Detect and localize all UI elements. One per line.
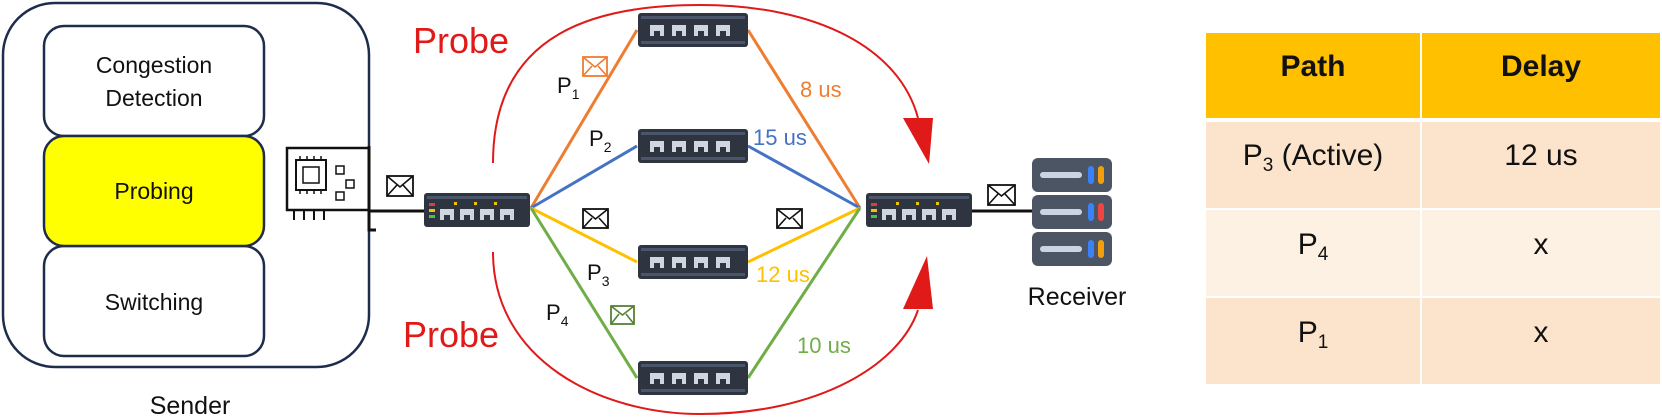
envelope-icon bbox=[776, 208, 803, 229]
path-p3-switch-icon bbox=[638, 245, 748, 279]
path-p3-left bbox=[530, 206, 638, 264]
path-links bbox=[529, 29, 862, 379]
congestion-detection-label-line1: Congestion bbox=[96, 52, 212, 78]
path-p1-left bbox=[529, 29, 639, 209]
path-p4-left bbox=[529, 207, 639, 379]
probe-label-top: Probe bbox=[413, 20, 509, 61]
table-row bbox=[1206, 210, 1420, 296]
table-header-path-label: Path bbox=[1280, 50, 1345, 83]
probe-arcs: Probe Probe bbox=[403, 3, 933, 416]
table-row-1-delay: 12 us bbox=[1504, 139, 1577, 172]
table-row bbox=[1422, 298, 1660, 384]
server-icon bbox=[1032, 158, 1112, 266]
envelope-icon bbox=[610, 305, 635, 325]
table-row bbox=[1422, 210, 1660, 296]
envelope-icon bbox=[386, 175, 414, 197]
path-p2-left bbox=[530, 144, 638, 210]
path-p3-right bbox=[747, 206, 861, 264]
path-p2-switch-icon bbox=[638, 129, 748, 163]
table-row-3-path: P1 bbox=[1298, 316, 1329, 353]
probing-label: Probing bbox=[114, 178, 193, 204]
probe-arrowhead-bottom bbox=[903, 256, 933, 309]
congestion-detection-label-line2: Detection bbox=[105, 85, 202, 111]
path-p1-latency: 8 us bbox=[800, 77, 842, 102]
switching-module: Switching bbox=[42, 244, 266, 358]
envelope-icon bbox=[582, 208, 609, 229]
receiver-caption: Receiver bbox=[1028, 283, 1127, 311]
path-p3-latency: 12 us bbox=[756, 262, 810, 287]
table-row-1-path: P3 (Active) bbox=[1243, 139, 1384, 176]
probe-arrowhead-top bbox=[903, 118, 933, 164]
path-p4-right bbox=[746, 207, 862, 379]
path-p2-latency: 15 us bbox=[753, 125, 807, 150]
path-p4-latency: 10 us bbox=[797, 333, 851, 358]
nic-card-icon bbox=[285, 146, 376, 232]
probing-module: Probing bbox=[42, 134, 266, 248]
envelope-icon bbox=[987, 184, 1016, 206]
path-delay-table: Path Delay P3 (Active) 12 us P4 x P1 x bbox=[1206, 33, 1660, 384]
path-latency-labels: 8 us 15 us 12 us 10 us bbox=[753, 77, 851, 358]
table-header-path bbox=[1206, 33, 1420, 118]
path-labels: P1 P2 P3 P4 bbox=[546, 73, 612, 329]
path-p2-right bbox=[747, 144, 861, 210]
path-p1-label: P1 bbox=[557, 73, 580, 102]
sender-edge-switch-icon bbox=[424, 193, 530, 227]
table-row-2-delay: x bbox=[1534, 228, 1549, 261]
table-row bbox=[1422, 122, 1660, 208]
path-p2-label: P2 bbox=[589, 126, 612, 155]
sender: Congestion Detection Switching Probing S… bbox=[1, 1, 371, 420]
table-header-delay-label: Delay bbox=[1501, 50, 1581, 83]
path-p1-switch-icon bbox=[638, 13, 748, 47]
table-row-3-delay: x bbox=[1534, 316, 1549, 349]
receiver-edge-switch-icon bbox=[866, 193, 972, 227]
congestion-detection-module: Congestion Detection bbox=[42, 24, 266, 138]
probe-arc-top bbox=[492, 3, 919, 164]
path-p4-label: P4 bbox=[546, 300, 569, 329]
table-header-delay bbox=[1422, 33, 1660, 118]
switching-label: Switching bbox=[105, 289, 203, 315]
table-row bbox=[1206, 298, 1420, 384]
probe-label-bottom: Probe bbox=[403, 314, 499, 355]
table-row bbox=[1206, 122, 1420, 208]
table-row-2-path: P4 bbox=[1298, 228, 1329, 265]
sender-caption: Sender bbox=[150, 392, 231, 420]
path-p4-switch-icon bbox=[638, 361, 748, 395]
path-p1-right bbox=[746, 29, 862, 209]
path-p3-label: P3 bbox=[587, 260, 610, 289]
envelope-icon bbox=[582, 56, 608, 77]
probe-arc-bottom bbox=[492, 251, 919, 416]
